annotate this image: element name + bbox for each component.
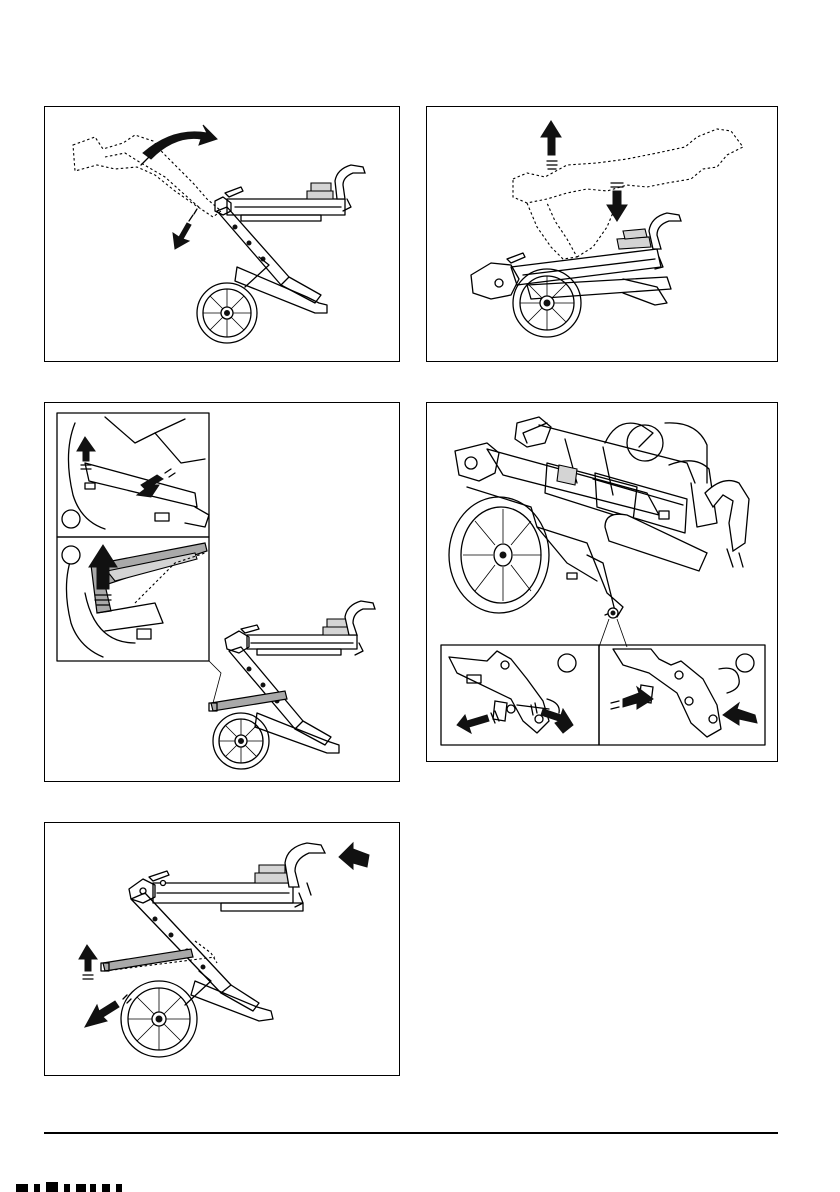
ghost-frame: [73, 135, 221, 217]
footer-cropped-text: [0, 1180, 840, 1192]
top-rail: [247, 635, 357, 649]
arrow-left-push-icon: [339, 843, 369, 869]
wheel: [213, 713, 269, 769]
arrow-up-icon: [79, 945, 97, 971]
figure-3-panel: [44, 402, 400, 782]
figure-4-illustration: [427, 403, 778, 762]
pivot-joint: [225, 631, 249, 653]
figure-4-panel: [426, 402, 778, 762]
handle: [335, 165, 365, 199]
arrow-down-left-icon: [173, 223, 191, 249]
figure-1-panel: [44, 106, 400, 362]
arrow-up-icon: [541, 121, 561, 155]
figure-1-illustration: [45, 107, 400, 362]
wheel: [449, 497, 549, 613]
arrow-right-icon: [541, 709, 573, 733]
wheel: [513, 269, 581, 337]
arrow-up-icon: [77, 437, 95, 461]
support-bar: [211, 691, 287, 711]
figure-5-illustration: [45, 823, 400, 1076]
handle: [285, 843, 325, 887]
arrow-left-icon: [457, 715, 489, 733]
wheel: [197, 283, 257, 343]
arrow-down-icon: [607, 191, 627, 221]
inset-top: [57, 413, 209, 537]
handle: [705, 481, 749, 551]
figure-5-panel: [44, 822, 400, 1076]
figure-2-illustration: [427, 107, 778, 362]
ghost-frame-inner: [105, 153, 201, 209]
curved-arrow-rotate-icon: [143, 125, 217, 159]
inset-left: [441, 645, 599, 745]
inset-bottom: [57, 537, 209, 661]
arrow-down-left-icon: [85, 1001, 119, 1027]
handle: [345, 601, 375, 635]
footer-rule: [44, 1132, 778, 1134]
handle: [649, 213, 681, 249]
diagonal-leg: [131, 893, 231, 993]
handle-bar: [605, 514, 707, 571]
wheel: [121, 981, 197, 1057]
support-bar: [103, 949, 193, 971]
machine-perspective: [449, 417, 749, 618]
figure-3-illustration: [45, 403, 400, 782]
figure-2-panel: [426, 106, 778, 362]
inset-right: [599, 645, 765, 745]
